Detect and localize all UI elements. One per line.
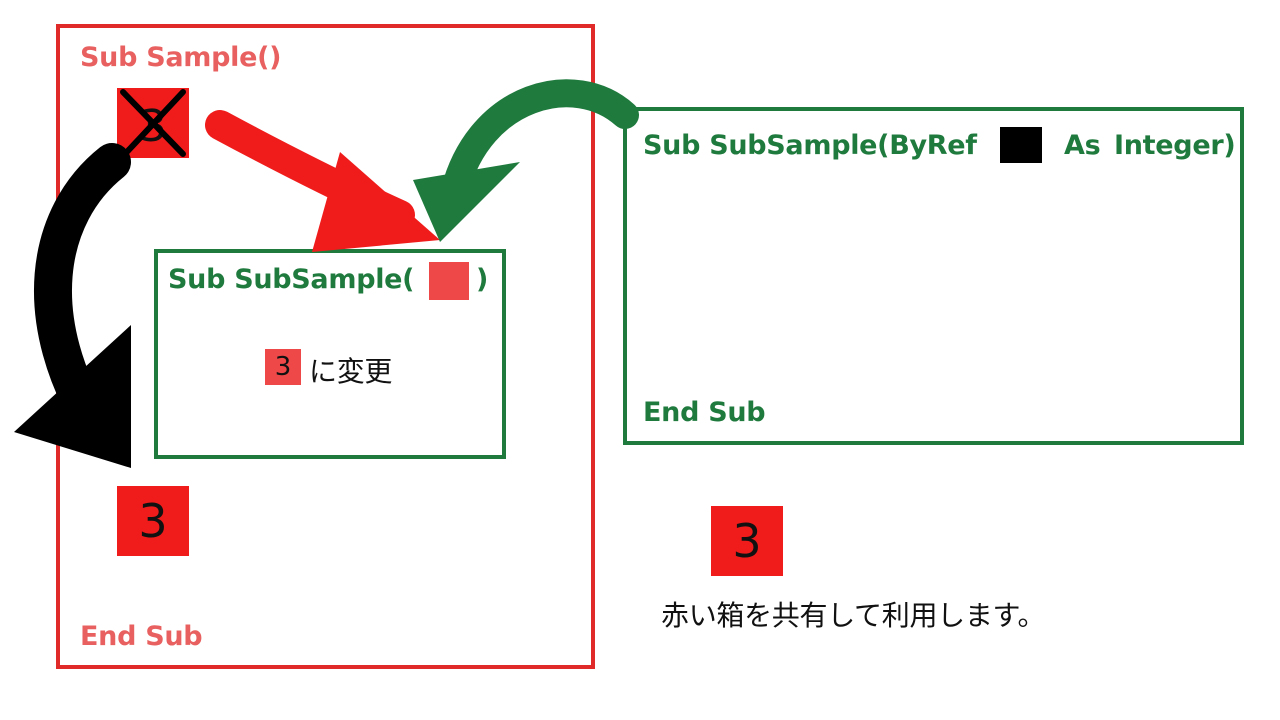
subsample-definition-frame xyxy=(623,107,1244,445)
definition-footer: End Sub xyxy=(643,397,766,428)
crossed-out-three-icon: 3 xyxy=(120,89,186,157)
shared-box-note: 赤い箱を共有して利用します。 xyxy=(661,599,1046,632)
definition-header-prefix: Sub SubSample(ByRef xyxy=(643,130,977,161)
definition-as-keyword: As xyxy=(1064,130,1101,161)
subsample-call-close-paren: ) xyxy=(476,264,489,295)
change-to-label: に変更 xyxy=(309,355,393,388)
shared-value-box: 3 xyxy=(711,506,783,576)
sample-sub-header: Sub Sample() xyxy=(80,42,282,73)
result-value-box: 3 xyxy=(117,486,189,556)
argument-red-box xyxy=(429,262,469,300)
green-byref-arrow xyxy=(413,79,639,242)
definition-type: Integer) xyxy=(1114,130,1236,161)
changed-value-box: 3 xyxy=(265,349,301,385)
black-return-arrow xyxy=(14,143,131,468)
red-pass-arrow xyxy=(205,110,440,252)
subsample-call-header: Sub SubSample( xyxy=(168,264,415,295)
subsample-call-frame xyxy=(154,249,506,459)
sample-sub-footer: End Sub xyxy=(80,621,203,652)
variable-red-box: 3 xyxy=(117,88,189,158)
byref-black-box xyxy=(1000,127,1042,163)
